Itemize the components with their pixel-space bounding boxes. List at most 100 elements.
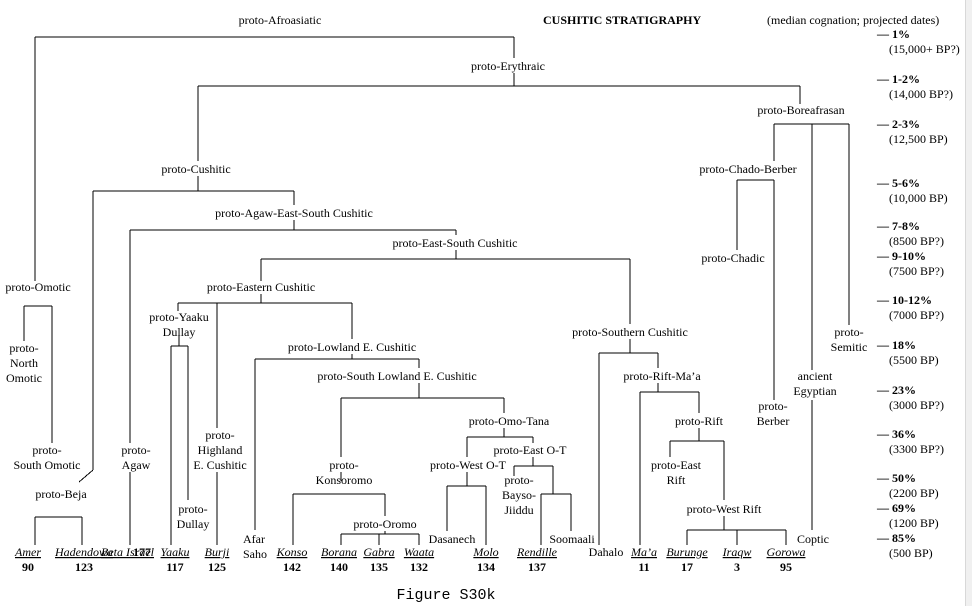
node-bayso-jiiddu: proto-Bayso-Jiiddu xyxy=(502,473,536,517)
node-rift-maa: proto-Rift-Ma’a xyxy=(623,369,701,383)
leaf-count: 177 xyxy=(133,545,151,559)
node-south-lowland: proto-South Lowland E. Cushitic xyxy=(317,369,476,383)
node-eastern: proto-Eastern Cushitic xyxy=(207,280,315,294)
scale-percent: — 5-6% xyxy=(876,176,920,190)
leaf-name: Iraqw xyxy=(722,545,752,559)
node-west-ot: proto-West O-T xyxy=(430,458,507,472)
node-soomaali: Soomaali xyxy=(549,532,595,546)
leaf-name: Rendille xyxy=(516,545,558,559)
node-konsoromo: proto-Konsoromo xyxy=(316,458,373,487)
leaf-count: 123 xyxy=(75,560,93,574)
leaf-count: 117 xyxy=(166,560,183,574)
leaf-name: Gabra xyxy=(363,545,394,559)
scale-percent: — 9-10% xyxy=(876,249,926,263)
leaf-count: 137 xyxy=(528,560,546,574)
leaf-count: 11 xyxy=(638,560,649,574)
node-afroasiatic: proto-Afroasiatic xyxy=(239,13,322,27)
scale-date: (3000 BP?) xyxy=(889,398,944,412)
scale-percent: — 36% xyxy=(876,427,916,441)
diagram-title: CUSHITIC STRATIGRAPHY xyxy=(543,13,701,27)
leaf-name: Burunge xyxy=(666,545,708,559)
scale-percent: — 10-12% xyxy=(876,293,932,307)
node-lowland: proto-Lowland E. Cushitic xyxy=(288,340,416,354)
node-east-south: proto-East-South Cushitic xyxy=(393,236,518,250)
node-west-rift: proto-West Rift xyxy=(687,502,762,516)
leaf-count: 142 xyxy=(283,560,301,574)
leaf-name: Molo xyxy=(472,545,498,559)
leaf-count: 90 xyxy=(22,560,34,574)
node-east-ot: proto-East O-T xyxy=(494,443,568,457)
leaf-count: 125 xyxy=(208,560,226,574)
scale-percent: — 2-3% xyxy=(876,117,920,131)
node-rift: proto-Rift xyxy=(675,414,724,428)
scale-percent: — 50% xyxy=(876,471,916,485)
leaf-name: Amer xyxy=(14,545,41,559)
leaf-count: 134 xyxy=(477,560,495,574)
scale-date: (10,000 BP) xyxy=(889,191,948,205)
node-coptic: Coptic xyxy=(797,532,829,546)
scale-percent: — 85% xyxy=(876,531,916,545)
node-agaw: proto-Agaw xyxy=(121,443,150,472)
leaf-name: Waata xyxy=(404,545,434,559)
leaf-count: 17 xyxy=(681,560,693,574)
node-chado-berber: proto-Chado-Berber xyxy=(699,162,796,176)
scale-date: (7500 BP?) xyxy=(889,264,944,278)
leaf-name: Hadendowa xyxy=(54,545,113,559)
node-cushitic: proto-Cushitic xyxy=(161,162,230,176)
scale-date: (8500 BP?) xyxy=(889,234,944,248)
scale-header: (median cognation; projected dates) xyxy=(767,13,939,27)
node-boreafrasan: proto-Boreafrasan xyxy=(757,103,844,117)
scale-percent: — 18% xyxy=(876,338,916,352)
leaf-count: 3 xyxy=(734,560,740,574)
node-omotic: proto-Omotic xyxy=(5,280,70,294)
scale-date: (3300 BP?) xyxy=(889,442,944,456)
leaf-count: 140 xyxy=(330,560,348,574)
node-berber: proto-Berber xyxy=(757,399,790,428)
node-erythraic: proto-Erythraic xyxy=(471,59,545,73)
scale-date: (15,000+ BP?) xyxy=(889,42,960,56)
scale-date: (1200 BP) xyxy=(889,516,939,530)
scale-percent: — 1% xyxy=(876,27,910,41)
scale-percent: — 23% xyxy=(876,383,916,397)
scale-date: (14,000 BP?) xyxy=(889,87,953,101)
node-chadic: proto-Chadic xyxy=(701,251,764,265)
tree-edges xyxy=(23,36,850,545)
leaf-name: Borana xyxy=(321,545,357,559)
node-semitic: proto-Semitic xyxy=(831,325,868,354)
leaf-name: Konso xyxy=(276,545,308,559)
scale-date: (12,500 BP) xyxy=(889,132,948,146)
leaf-count: 95 xyxy=(780,560,792,574)
scale-percent: — 7-8% xyxy=(876,219,920,233)
leaf-name: Gorowa xyxy=(767,545,806,559)
leaf-count: 132 xyxy=(410,560,428,574)
leaf-name: Ma’a xyxy=(630,545,657,559)
scale-date: (5500 BP) xyxy=(889,353,939,367)
vertical-scrollbar[interactable] xyxy=(965,0,972,606)
node-beja: proto-Beja xyxy=(35,487,87,501)
leaf-name: Yaaku xyxy=(161,545,190,559)
cognation-scale: — 1%(15,000+ BP?) — 1-2%(14,000 BP?) — 2-3… xyxy=(876,27,960,560)
figure-caption: Figure S30k xyxy=(396,587,495,604)
scale-percent: — 1-2% xyxy=(876,72,920,86)
node-dasanech: Dasanech xyxy=(429,532,476,546)
node-dullay: proto-Dullay xyxy=(177,502,210,531)
scale-date: (7000 BP?) xyxy=(889,308,944,322)
node-omo-tana: proto-Omo-Tana xyxy=(469,414,550,428)
node-agaw-east-south: proto-Agaw-East-South Cushitic xyxy=(215,206,373,220)
leaf-count: 135 xyxy=(370,560,388,574)
scale-date: (2200 BP) xyxy=(889,486,939,500)
scale-percent: — 69% xyxy=(876,501,916,515)
node-oromo: proto-Oromo xyxy=(353,517,416,531)
tree-branch xyxy=(78,469,94,483)
node-south-omotic: proto-South Omotic xyxy=(13,443,80,472)
leaf-name: Beta Israel xyxy=(101,545,155,559)
scale-date: (500 BP) xyxy=(889,546,933,560)
tree-nodes: proto-Afroasiatic proto-Erythraic proto-Bo… xyxy=(5,13,867,561)
